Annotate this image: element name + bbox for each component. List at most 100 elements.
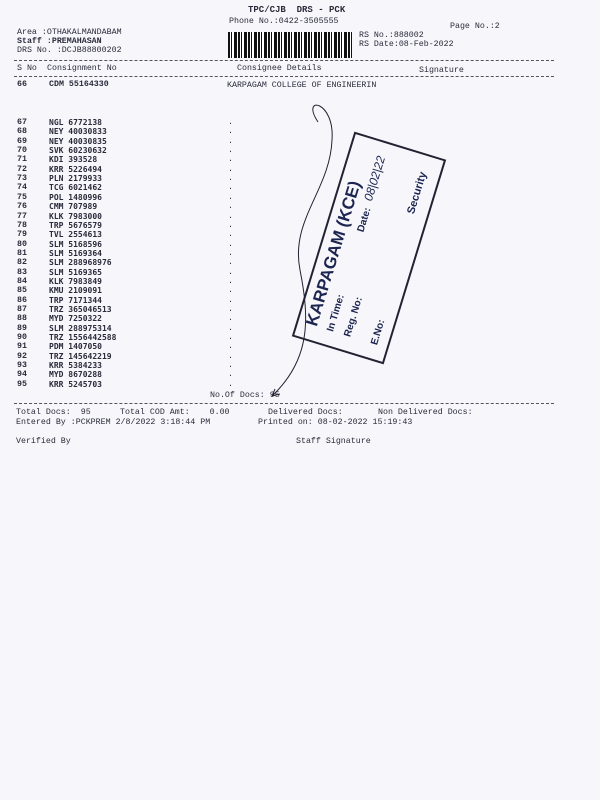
divider (14, 403, 554, 404)
row-sno: 91 (17, 342, 27, 352)
signature-dot: . (228, 370, 233, 380)
row-sno: 93 (17, 361, 27, 371)
row-consignment: POL 1480996 (49, 192, 102, 202)
signature-dot: . (228, 174, 233, 184)
table-row: 74 TCG 6021462. (0, 183, 300, 192)
sheet-title: TPC/CJB DRS - PCK (248, 5, 346, 15)
row-consignment: KDI 393528 (49, 155, 98, 165)
signature-dot: . (228, 183, 233, 193)
row-consignment: PDM 1407050 (49, 342, 102, 352)
row-consignment: SLM 5169364 (49, 248, 102, 258)
row-consignment: CMM 707989 (49, 202, 98, 212)
signature-dot: . (228, 127, 233, 137)
signature-dot: . (228, 342, 233, 352)
column-consignee: Consignee Details (237, 64, 322, 73)
signature-dot: . (228, 276, 233, 286)
table-row: 95 KRR 5245703. (0, 380, 300, 389)
row-consignment: TRZ 1556442588 (49, 333, 117, 343)
table-row: 72 KRR 5226494. (0, 165, 300, 174)
row-sno: 95 (17, 379, 27, 389)
row-sno: 79 (17, 230, 27, 240)
signature-dot: . (228, 192, 233, 202)
row-consignment: SLM 5169365 (49, 267, 102, 277)
row-consignment: SLM 5168596 (49, 239, 102, 249)
row-sno: 83 (17, 267, 27, 277)
page-number: Page No.:2 (450, 22, 500, 31)
signature-dot: . (228, 351, 233, 361)
signature-dot: . (228, 220, 233, 230)
row-consignment: SLM 288975314 (49, 323, 112, 333)
stamp-reg-no: Reg. No: (342, 295, 365, 339)
row-sno: 72 (17, 164, 27, 174)
signature-dot: . (228, 136, 233, 146)
signature-dot: . (228, 230, 233, 240)
non-delivered-docs: Non Delivered Docs: (378, 408, 473, 417)
area: Area :OTHAKALMANDABAM (17, 28, 122, 37)
row-sno: 77 (17, 211, 27, 221)
row-consignment: MYD 7250322 (49, 314, 102, 324)
row-sno: 92 (17, 351, 27, 361)
table-row: 91 PDM 1407050. (0, 342, 300, 351)
row-sno: 73 (17, 174, 27, 184)
total-cod: Total COD Amt: 0.00 (120, 408, 230, 417)
divider (14, 60, 554, 61)
signature-dot: . (228, 305, 233, 314)
row-sno: 86 (17, 295, 27, 305)
table-row: 83 SLM 5169365. (0, 268, 300, 277)
signature-dot: . (228, 155, 233, 165)
row-sno: 70 (17, 146, 27, 156)
first-row-sno: 66 (17, 80, 27, 89)
row-consignment: NGL 6772138 (49, 118, 102, 127)
row-consignment: SVK 60230632 (49, 146, 107, 156)
printed-on: Printed on: 08-02-2022 15:19:43 (258, 418, 413, 427)
row-sno: 68 (17, 127, 27, 137)
signature-dot: . (228, 164, 233, 174)
row-consignment: KRR 5226494 (49, 164, 102, 174)
row-sno: 85 (17, 286, 27, 296)
signature-dot: . (228, 379, 233, 389)
row-sno: 80 (17, 239, 27, 249)
signature-dot: . (228, 295, 233, 305)
row-sno: 76 (17, 202, 27, 212)
row-sno: 74 (17, 183, 27, 193)
row-sno: 81 (17, 248, 27, 258)
row-sno: 71 (17, 155, 27, 165)
row-consignment: KLK 7983849 (49, 276, 102, 286)
signature-dot: . (228, 333, 233, 343)
signature-dot: . (228, 314, 233, 324)
row-consignment: TCG 6021462 (49, 183, 102, 193)
row-consignment: NEY 40030835 (49, 136, 107, 146)
row-sno: 89 (17, 323, 27, 333)
row-sno: 78 (17, 220, 27, 230)
signature-dot: . (228, 211, 233, 221)
row-sno: 69 (17, 136, 27, 146)
stamp-date: Date: (355, 206, 374, 234)
divider (14, 76, 554, 77)
rs-date: RS Date:08-Feb-2022 (359, 40, 454, 49)
column-consignment: Consignment No (47, 64, 117, 73)
table-row: 71 KDI 393528. (0, 155, 300, 164)
row-sno: 67 (17, 118, 27, 127)
row-consignment: KRR 5384233 (49, 361, 102, 371)
signature-dot: . (228, 146, 233, 156)
signature-dot: . (228, 267, 233, 277)
staff-signature: Staff Signature (296, 437, 371, 446)
row-consignment: KRR 5245703 (49, 379, 102, 389)
first-row-consignee: KARPAGAM COLLEGE OF ENGINEERIN (227, 81, 377, 90)
row-consignment: MYD 8670288 (49, 370, 102, 380)
delivered-docs: Delivered Docs: (268, 408, 343, 417)
row-consignment: SLM 288968976 (49, 258, 112, 268)
